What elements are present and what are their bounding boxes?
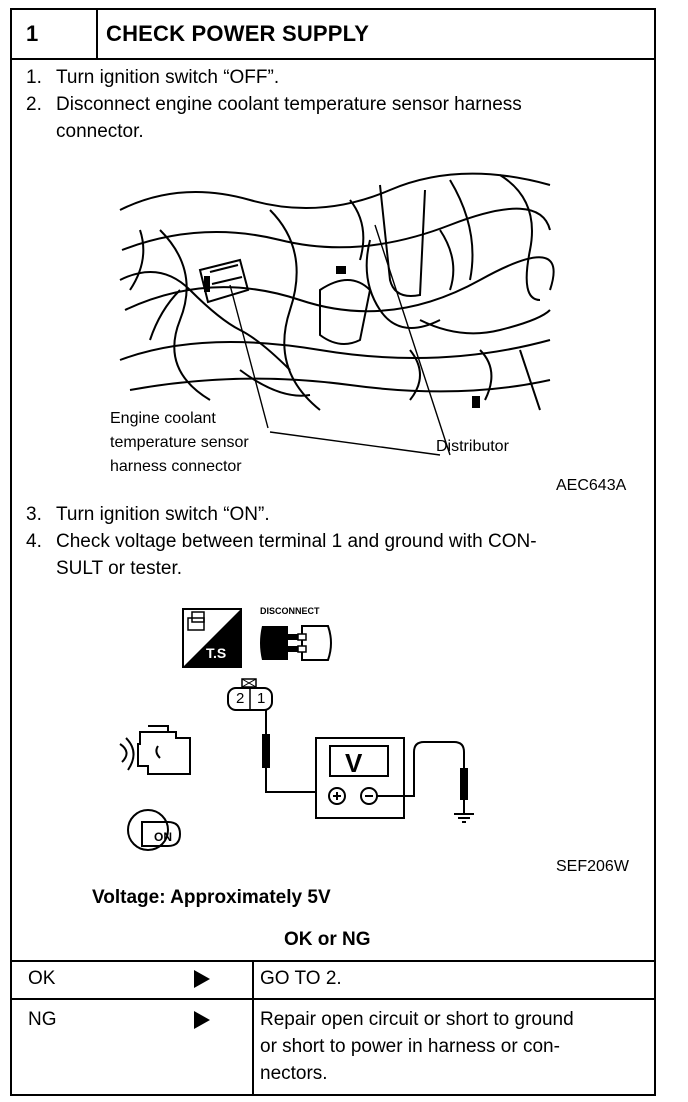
result-ng-action-line-1: Repair open circuit or short to ground	[260, 1009, 574, 1030]
step-4-text-line-1: Check voltage between terminal 1 and gro…	[56, 531, 537, 552]
result-ok-action: GO TO 2.	[260, 968, 342, 989]
result-column-divider	[252, 960, 254, 1094]
step-number: 1	[12, 10, 98, 58]
meter-v-label: V	[345, 748, 363, 778]
terminal-2-label: 2	[236, 690, 245, 707]
result-ng-action-line-2: or short to power in harness or con-	[260, 1036, 560, 1057]
step-3-text: Turn ignition switch “ON”.	[56, 504, 270, 525]
figure-1-code: AEC643A	[556, 477, 627, 494]
result-row-divider	[12, 998, 654, 1000]
key-on-label: ON	[154, 830, 172, 844]
result-ok-status: OK	[28, 968, 56, 989]
step-1-number: 1.	[26, 67, 42, 88]
disconnect-label: DISCONNECT	[260, 606, 320, 616]
voltmeter-circuit	[262, 710, 474, 823]
result-ng-status: NG	[28, 1009, 57, 1030]
sensor-label-line-1: Engine coolant	[110, 410, 216, 427]
step-header: 1 CHECK POWER SUPPLY	[12, 10, 654, 60]
connector-terminals-icon	[227, 678, 273, 711]
consult-tester-icon	[182, 608, 242, 668]
step-3-number: 3.	[26, 504, 42, 525]
step-2-text-line-1: Disconnect engine coolant temperature se…	[56, 94, 522, 115]
decision-title: OK or NG	[284, 929, 371, 950]
sensor-label-line-3: harness connector	[110, 458, 242, 475]
terminal-1-label: 1	[257, 690, 266, 707]
step-1-text: Turn ignition switch “OFF”.	[56, 67, 280, 88]
step-4-text-line-2: SULT or tester.	[56, 558, 183, 579]
distributor-label: Distributor	[436, 438, 509, 455]
ignition-key-icon	[127, 809, 182, 851]
result-table-top-border	[12, 960, 654, 962]
ts-label: T.S	[206, 645, 227, 661]
step-2-text-line-2: connector.	[56, 121, 144, 142]
voltage-spec: Voltage: Approximately 5V	[92, 887, 331, 908]
figure-2-code: SEF206W	[556, 858, 629, 875]
engine-icon	[119, 725, 191, 775]
sensor-label-line-2: temperature sensor	[110, 434, 249, 451]
result-ng-arrow-icon	[194, 1011, 210, 1029]
engine-bay-illustration	[119, 172, 555, 456]
step-title: CHECK POWER SUPPLY	[106, 21, 370, 46]
result-ok-arrow-icon	[194, 970, 210, 988]
step-4-number: 4.	[26, 531, 42, 552]
result-ng-action-line-3: nectors.	[260, 1063, 328, 1084]
procedure-frame: 1 CHECK POWER SUPPLY 1. Turn ignition sw…	[10, 8, 656, 1096]
step-2-number: 2.	[26, 94, 42, 115]
disconnect-connector-icon	[260, 625, 332, 661]
